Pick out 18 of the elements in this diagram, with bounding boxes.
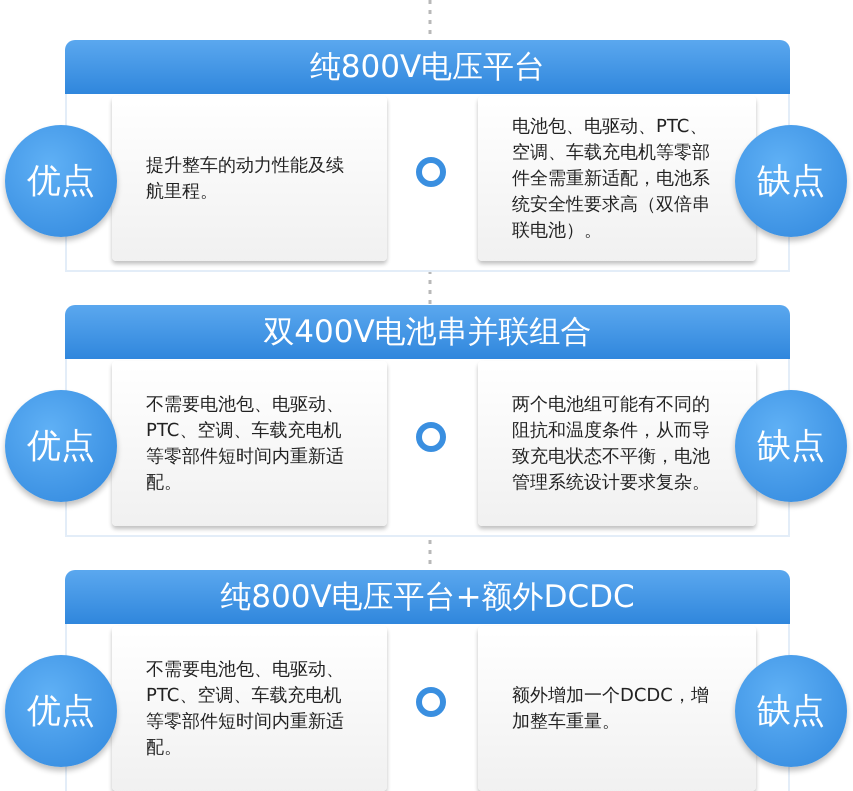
card-text: 提升整车的动力性能及续航里程。 xyxy=(146,154,345,204)
text-card xyxy=(478,361,756,526)
section-title-band: 纯800V电压平台 xyxy=(65,40,790,94)
card-text: 额外增加一个DCDC，增加整车重量。 xyxy=(512,684,710,734)
advantage-badge: 优点 xyxy=(5,655,117,767)
advantage-badge: 优点 xyxy=(5,390,117,502)
section-title-band: 纯800V电压平台+额外DCDC xyxy=(65,570,790,624)
card-text: 不需要电池包、电驱动、PTC、空调、车载充电机等零部件短时间内重新适配。 xyxy=(146,392,345,494)
card-text: 不需要电池包、电驱动、PTC、空调、车载充电机等零部件短时间内重新适配。 xyxy=(146,658,345,760)
text-card xyxy=(478,626,756,791)
advantage-badge: 优点 xyxy=(5,125,117,237)
text-card xyxy=(112,626,387,791)
card-text: 两个电池组可能有不同的阻抗和温度条件，从而导致充电状态不平衡，电池管理系统设计要求复杂。 xyxy=(512,392,711,494)
text-card xyxy=(112,361,387,526)
card-text: 电池包、电驱动、PTC、空调、车载充电机等零部件全需重新适配，电池系统安全性要求高（双倍串联电池）。 xyxy=(512,114,711,242)
text-card xyxy=(478,96,756,261)
section-title-band: 双400V电池串并联组合 xyxy=(65,305,790,359)
text-card xyxy=(112,96,387,261)
